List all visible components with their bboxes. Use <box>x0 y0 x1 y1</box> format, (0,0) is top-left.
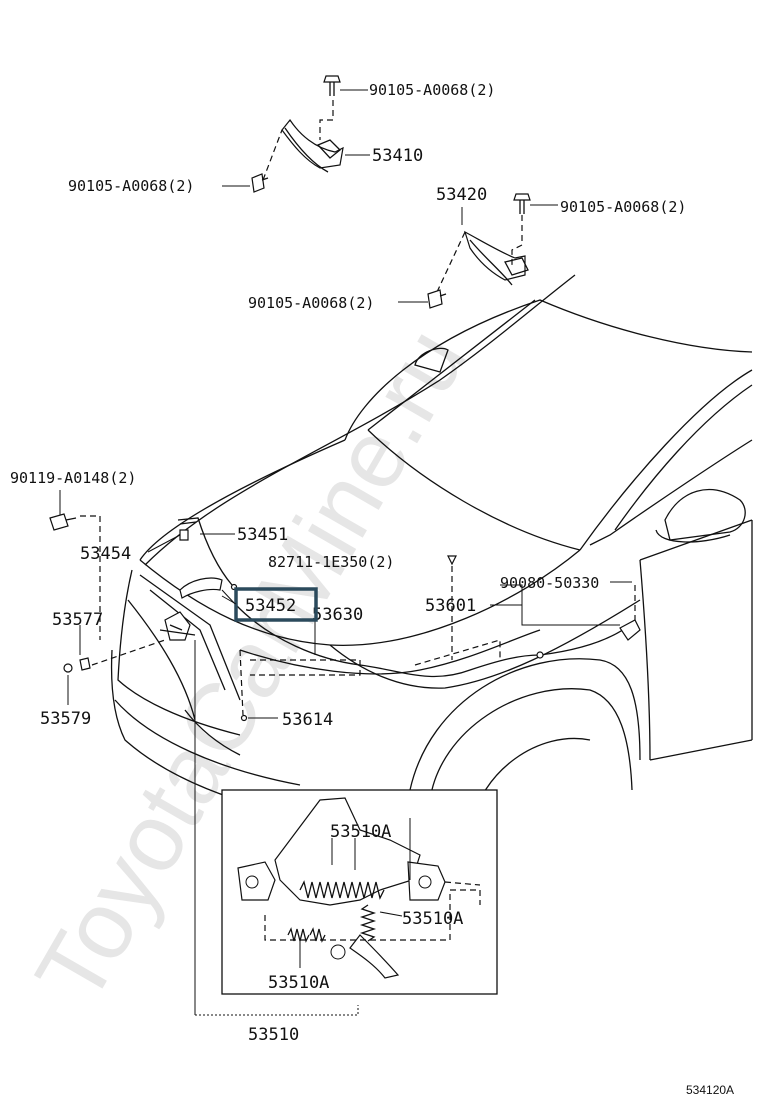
hood-hinge-rh <box>398 204 558 303</box>
hood-hinge-lh <box>222 89 370 187</box>
part-label-clip-cable: 82711-1E350(2) <box>268 553 394 571</box>
cushion <box>239 649 278 722</box>
part-label-lock-assy: 53510 <box>248 1025 299 1045</box>
part-label-cushion: 53614 <box>282 710 333 730</box>
part-label-spring-1: 53510A <box>330 822 391 842</box>
cable-clip <box>447 555 457 660</box>
part-labels: 90105-A0068(2) 53410 90105-A0068(2) 5342… <box>10 81 734 1097</box>
part-label-support-rod: 53451 <box>237 525 288 545</box>
bolt-icon <box>427 289 447 309</box>
bumper-stopper <box>63 625 166 705</box>
highlight-leader <box>221 595 237 605</box>
part-label-clip-ref: 90080-50330 <box>500 574 599 592</box>
bolt-icon <box>513 193 531 214</box>
hood-lock-on-car <box>159 611 359 1016</box>
release-lever <box>490 581 641 659</box>
part-label-bolt-rh-top: 90105-A0068(2) <box>560 198 686 216</box>
bolt-icon <box>251 173 269 193</box>
part-label-bumper-screw: 53579 <box>40 709 91 729</box>
part-label-spring-2: 53510A <box>402 909 463 929</box>
part-label-bumper-lh: 53577 <box>52 610 103 630</box>
part-label-holder: 53454 <box>80 544 131 564</box>
part-label-lever: 53601 <box>425 596 476 616</box>
part-label-cable: 53630 <box>312 605 363 625</box>
holder-bracket <box>147 529 189 553</box>
lock-screw-icon <box>49 490 101 640</box>
part-label-hinge-lh: 53410 <box>372 146 423 166</box>
bolt-icon <box>323 75 341 96</box>
part-label-bolt-rh-side: 90105-A0068(2) <box>248 294 374 312</box>
hood-lock-detail-box <box>221 789 498 995</box>
part-label-bolt-lh-side: 90105-A0068(2) <box>68 177 194 195</box>
highlight-box[interactable] <box>234 587 318 622</box>
car-body-outline <box>110 274 753 831</box>
part-label-spring-3: 53510A <box>268 973 329 993</box>
figure-id: 534120A <box>686 1083 734 1097</box>
part-label-hinge-rh: 53420 <box>436 185 487 205</box>
part-label-highlighted: 53452 <box>245 596 296 616</box>
part-label-bolt-top: 90105-A0068(2) <box>369 81 495 99</box>
part-label-screw-lock: 90119-A0148(2) <box>10 469 136 487</box>
